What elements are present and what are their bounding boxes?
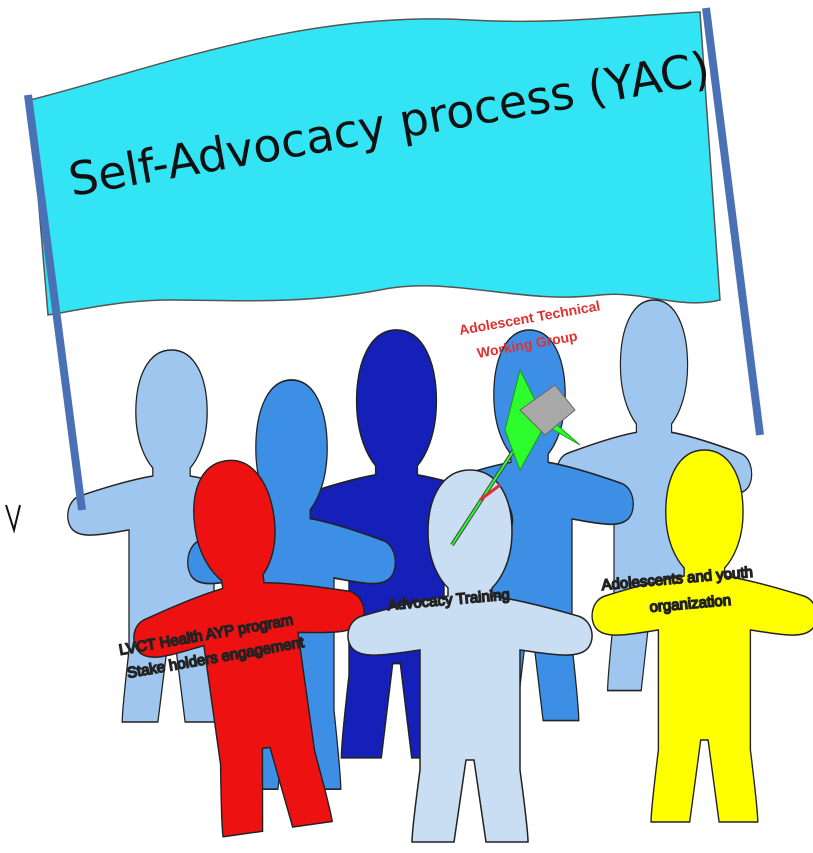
target-group-label: Adolescent Technical Working Group	[458, 297, 602, 361]
edge-mark	[5, 504, 21, 534]
dart-arrow	[450, 368, 581, 547]
dart-head	[519, 384, 576, 436]
left-pole	[24, 94, 86, 511]
banner-poles	[24, 7, 764, 511]
right-pole	[702, 7, 764, 436]
red-figure: LVCT Health AYP program Stake holders en…	[110, 443, 394, 847]
banner: Self-Advocacy process (YAC)	[29, 11, 721, 316]
banner-cloth	[29, 11, 721, 316]
